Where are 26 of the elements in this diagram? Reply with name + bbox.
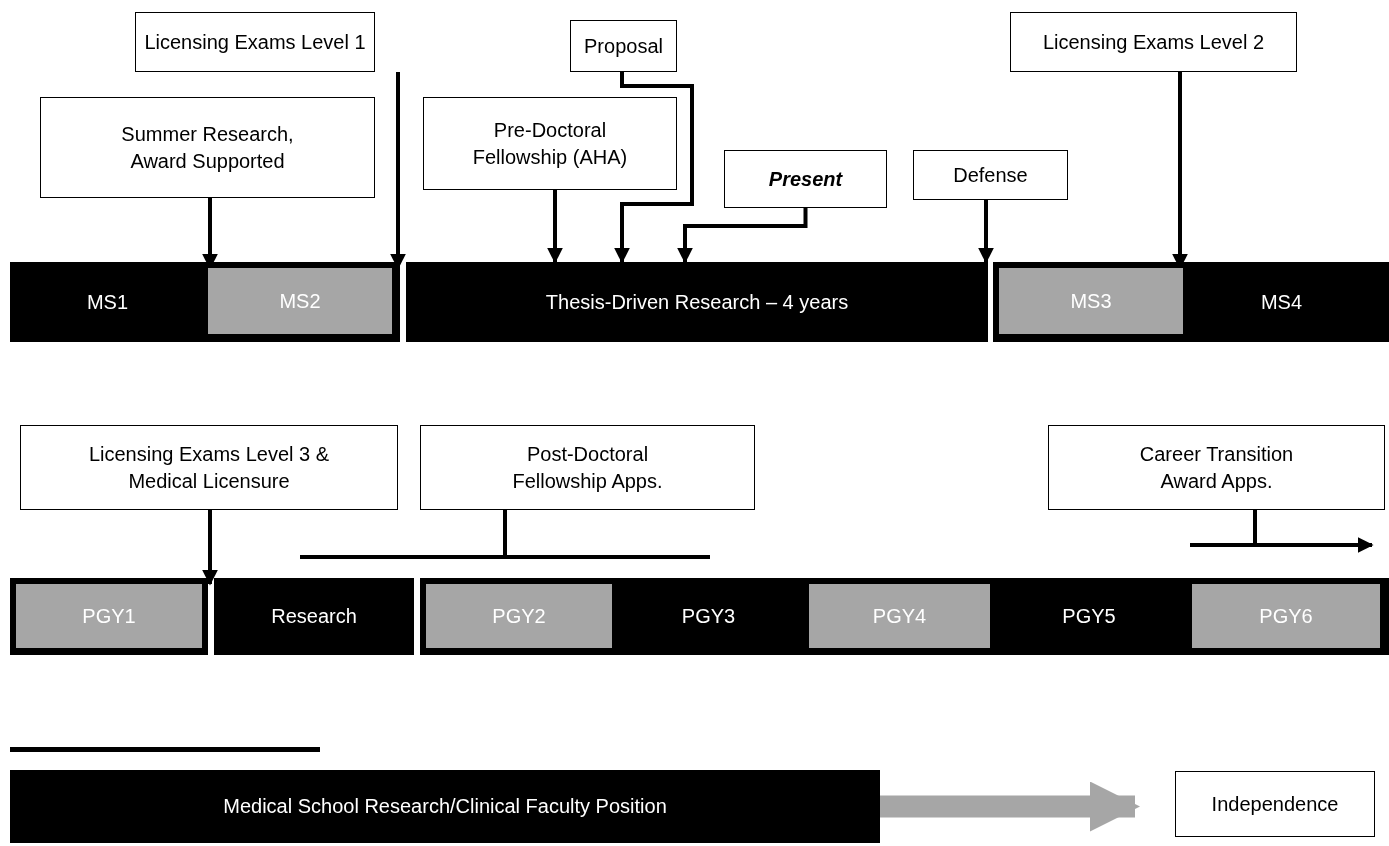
arrow	[978, 200, 994, 264]
arrow	[614, 72, 694, 264]
arrow	[1188, 510, 1374, 553]
callout-box: Summer Research, Award Supported	[40, 97, 375, 198]
timeline-segment: PGY2	[426, 584, 612, 648]
callout-box: Licensing Exams Level 2	[1010, 12, 1297, 72]
callout-box: Proposal	[570, 20, 677, 72]
timeline-segment: MS2	[208, 268, 392, 334]
callout-box: Post-Doctoral Fellowship Apps.	[420, 425, 755, 510]
timeline-segment: PGY6	[1192, 584, 1380, 648]
arrow	[547, 190, 563, 264]
arrow	[677, 208, 808, 264]
arrow	[202, 510, 218, 586]
position-bar: Medical School Research/Clinical Faculty Position	[10, 770, 880, 843]
timeline-segment: PGY4	[809, 584, 990, 648]
callout-box: Pre-Doctoral Fellowship (AHA)	[423, 97, 677, 190]
callout-box: Present	[724, 150, 887, 208]
callout-box: Licensing Exams Level 1	[135, 12, 375, 72]
callout-box: Defense	[913, 150, 1068, 200]
callout-box: Licensing Exams Level 3 & Medical Licensure	[20, 425, 398, 510]
arrow	[880, 781, 1140, 832]
timeline-segment: PGY1	[16, 584, 202, 648]
callout-box: Independence	[1175, 771, 1375, 837]
timeline-segment: MS3	[999, 268, 1183, 334]
connector-line	[503, 510, 507, 555]
callout-box: Career Transition Award Apps.	[1048, 425, 1385, 510]
